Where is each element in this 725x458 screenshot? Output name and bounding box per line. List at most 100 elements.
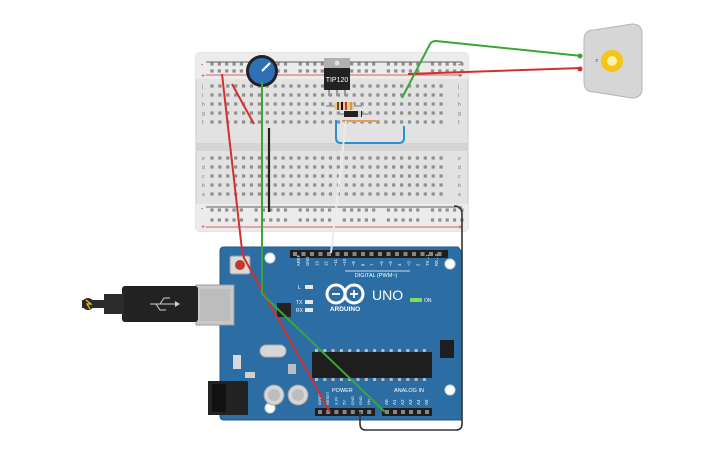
breadboard-hole[interactable] [384,174,388,178]
tip120-transistor[interactable]: TIP120 [324,58,350,96]
breadboard-hole[interactable] [265,102,269,106]
breadboard-hole[interactable] [408,208,413,212]
breadboard-hole[interactable] [400,111,404,115]
breadboard-hole[interactable] [234,84,238,88]
breadboard-hole[interactable] [281,183,285,187]
breadboard-hole[interactable] [357,62,361,66]
breadboard-hole[interactable] [384,156,388,160]
breadboard-hole[interactable] [289,192,293,196]
red-wire-5v[interactable] [221,73,331,413]
header-pin[interactable] [401,410,405,414]
breadboard-hole[interactable] [226,156,230,160]
breadboard-hole[interactable] [376,183,380,187]
breadboard-hole[interactable] [254,218,258,222]
breadboard-hole[interactable] [265,156,269,160]
breadboard-hole[interactable] [445,69,449,73]
breadboard-hole[interactable] [305,69,310,73]
breadboard-hole[interactable] [423,102,427,106]
breadboard-hole[interactable] [430,69,435,73]
breadboard-hole[interactable] [305,102,309,106]
breadboard-hole[interactable] [360,93,364,97]
breadboard-hole[interactable] [283,62,288,66]
breadboard-hole[interactable] [234,111,238,115]
breadboard-hole[interactable] [276,218,280,222]
breadboard-hole[interactable] [416,69,420,73]
breadboard-hole[interactable] [452,218,457,222]
breadboard-hole[interactable] [368,93,372,97]
breadboard-hole[interactable] [368,165,372,169]
breadboard-hole[interactable] [281,192,285,196]
breadboard-hole[interactable] [408,69,413,73]
breadboard-hole[interactable] [210,192,214,196]
dc-power-jack[interactable] [208,381,248,415]
breadboard-hole[interactable] [368,102,372,106]
breadboard-hole[interactable] [242,84,246,88]
potentiometer-knob[interactable] [246,55,278,87]
header-pin[interactable] [318,252,323,256]
breadboard-hole[interactable] [218,156,222,160]
breadboard-hole[interactable] [320,208,324,212]
breadboard-hole[interactable] [423,111,427,115]
breadboard-hole[interactable] [305,183,309,187]
breadboard-hole[interactable] [392,183,396,187]
breadboard-hole[interactable] [431,93,435,97]
breadboard-hole[interactable] [344,192,348,196]
dc-motor[interactable]: M [577,23,643,99]
breadboard-hole[interactable] [400,102,404,106]
breadboard-hole[interactable] [289,102,293,106]
breadboard-hole[interactable] [439,84,443,88]
breadboard-hole[interactable] [313,156,317,160]
breadboard-hole[interactable] [225,62,229,66]
breadboard-hole[interactable] [415,84,419,88]
breadboard-hole[interactable] [289,165,293,169]
breadboard-hole[interactable] [297,84,301,88]
breadboard-hole[interactable] [352,183,356,187]
breadboard-hole[interactable] [242,93,246,97]
breadboard-hole[interactable] [265,111,269,115]
header-pin[interactable] [310,252,314,256]
breadboard-hole[interactable] [394,208,398,212]
breadboard-hole[interactable] [368,183,372,187]
breadboard-hole[interactable] [298,208,302,212]
breadboard-hole[interactable] [352,192,356,196]
breadboard-hole[interactable] [225,69,229,73]
breadboard-hole[interactable] [438,62,442,66]
breadboard-hole[interactable] [415,192,419,196]
breadboard-hole[interactable] [289,183,293,187]
header-pin[interactable] [412,252,416,256]
breadboard-hole[interactable] [305,93,309,97]
breadboard-hole[interactable] [416,208,420,212]
breadboard-hole[interactable] [313,102,317,106]
breadboard-hole[interactable] [392,102,396,106]
breadboard-hole[interactable] [360,192,364,196]
breadboard-hole[interactable] [392,120,396,124]
breadboard-hole[interactable] [261,208,266,212]
header-pin[interactable] [301,252,306,256]
breadboard-hole[interactable] [407,192,412,196]
breadboard-hole[interactable] [297,192,301,196]
breadboard-hole[interactable] [439,120,443,124]
breadboard-hole[interactable] [281,93,285,97]
breadboard-hole[interactable] [239,208,243,212]
breadboard-hole[interactable] [298,218,302,222]
breadboard-hole[interactable] [297,174,301,178]
breadboard-hole[interactable] [445,62,449,66]
header-pin[interactable] [369,252,374,256]
breadboard-hole[interactable] [289,111,293,115]
breadboard-hole[interactable] [400,156,404,160]
breadboard-hole[interactable] [360,111,364,115]
breadboard-hole[interactable] [313,165,317,169]
header-pin[interactable] [403,252,408,256]
breadboard-hole[interactable] [386,218,390,222]
breadboard-hole[interactable] [408,62,413,66]
breadboard-hole[interactable] [297,102,301,106]
breadboard-hole[interactable] [265,120,269,124]
breadboard-hole[interactable] [357,218,361,222]
breadboard-hole[interactable] [400,165,404,169]
breadboard-hole[interactable] [257,156,261,160]
breadboard-hole[interactable] [336,111,340,115]
header-pin[interactable] [385,410,389,414]
breadboard-hole[interactable] [217,208,221,212]
breadboard-hole[interactable] [350,218,354,222]
